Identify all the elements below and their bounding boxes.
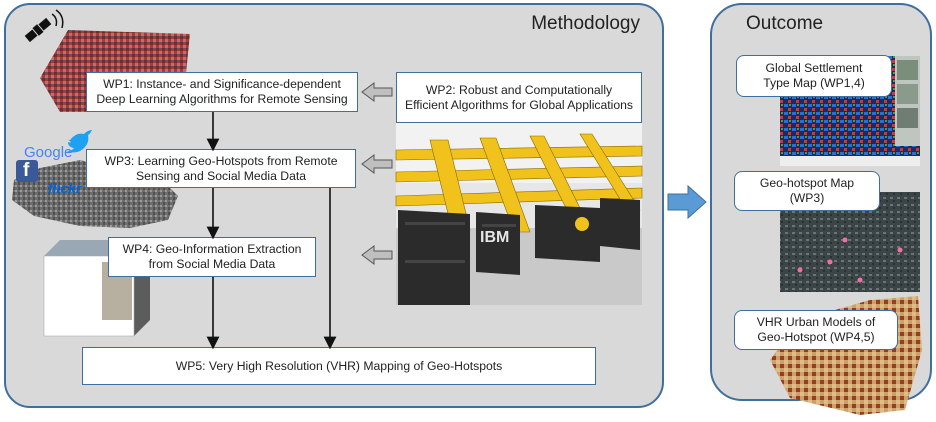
wp2-box: WP2: Robust and Computationally Efficien… xyxy=(396,72,642,123)
wp1-line-2: Deep Learning Algorithms for Remote Sens… xyxy=(96,92,348,106)
outcome-item-1: Global Settlement Type Map (WP1,4) xyxy=(736,55,892,97)
wp5-line: WP5: Very High Resolution (VHR) Mapping … xyxy=(175,358,503,373)
wp4-line-1: WP4: Geo-Information Extraction xyxy=(122,242,302,256)
facebook-icon: f xyxy=(23,160,30,181)
wp5-box: WP5: Very High Resolution (VHR) Mapping … xyxy=(82,347,596,385)
wp1-box: WP1: Instance- and Significance-dependen… xyxy=(86,72,358,112)
wp3-line-1: WP3: Learning Geo-Hotspots from Remote xyxy=(104,153,338,168)
outcome-item-3-line-2: Geo-Hotspot (WP4,5) xyxy=(757,330,875,344)
wp4-line-2: from Social Media Data xyxy=(148,257,276,271)
tweet-line-4: Janeiro! xyxy=(48,302,72,309)
tweet-line-2: rooftop bar. xyxy=(48,286,81,293)
tweet-user: Xiaoxiang Zhu xyxy=(64,260,109,267)
outcome-item-3-line-1: VHR Urban Models of xyxy=(756,315,876,329)
outcome-item-3: VHR Urban Models of Geo-Hotspot (WP4,5) xyxy=(734,310,898,350)
ibm-label: IBM xyxy=(480,229,510,246)
tweet-line-1: On 10th floor xyxy=(48,278,86,285)
outcome-item-2-line-1: Geo-hotspot Map xyxy=(759,176,855,190)
outcome-item-2: Geo-hotspot Map (WP3) xyxy=(734,171,880,211)
outcome-arrow xyxy=(667,184,707,220)
tweet-line-5: @Helmholtz xyxy=(48,310,86,317)
wp4-box: WP4: Geo-Information Extraction from Soc… xyxy=(108,237,316,277)
wp1-line-1: WP1: Instance- and Significance-dependen… xyxy=(103,77,341,91)
outcome-title: Outcome xyxy=(746,13,824,34)
tweet-line-3: Amazing Rio de xyxy=(48,294,94,301)
outcome-item-1-line-1: Global Settlement xyxy=(765,61,863,75)
wp2-line-1: WP2: Robust and Computationally xyxy=(425,82,613,97)
google-logo: Google xyxy=(24,144,73,161)
flickr-logo: flickr xyxy=(48,180,82,196)
outcome-item-1-line-2: Type Map (WP1,4) xyxy=(763,76,865,90)
methodology-title: Methodology xyxy=(531,13,640,34)
outcome-item-2-line-2: (WP3) xyxy=(789,191,825,205)
tweet-handle: @xiaoxiang_zhu xyxy=(64,269,102,275)
wp3-box: WP3: Learning Geo-Hotspots from Remote S… xyxy=(86,149,356,188)
tweet-google: Google xyxy=(64,324,85,331)
tweet-flickr: flickr xyxy=(88,324,104,331)
wp3-line-2: Sensing and Social Media Data xyxy=(135,168,307,183)
wp2-line-2: Efficient Algorithms for Global Applicat… xyxy=(404,97,634,112)
